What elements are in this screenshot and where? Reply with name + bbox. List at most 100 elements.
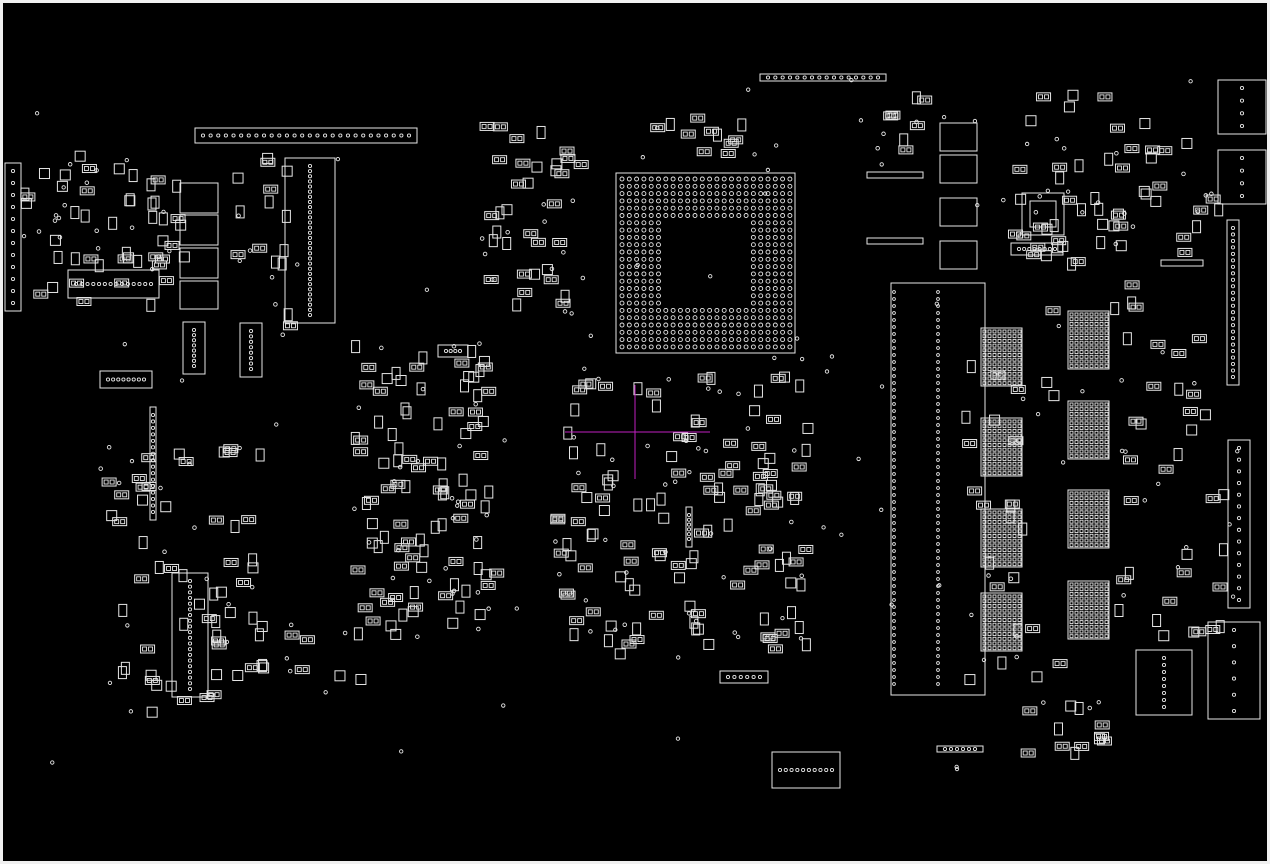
- memory-ball: [1104, 496, 1109, 501]
- dimm-pin: [892, 318, 896, 322]
- memory-ball: [1079, 449, 1084, 454]
- via: [161, 209, 166, 215]
- bga-ball: [736, 315, 742, 321]
- memory-ball: [987, 457, 992, 462]
- memory-ball: [1069, 500, 1074, 505]
- memory-ball: [1104, 407, 1109, 412]
- bga-ball: [648, 278, 654, 284]
- part-body: [388, 593, 404, 603]
- memory-ball: [1089, 440, 1094, 445]
- header-pin: [1239, 155, 1245, 161]
- passive-part: [703, 485, 719, 495]
- header-pin: [457, 348, 463, 354]
- memory-ball: [1079, 529, 1084, 534]
- part-pad: [696, 530, 701, 536]
- passive-part: [1177, 247, 1193, 257]
- part-pad: [413, 555, 419, 561]
- bga-ball: [656, 271, 661, 277]
- part-pad: [87, 188, 93, 194]
- pcb-layout-canvas[interactable]: [3, 3, 1267, 861]
- dimm-pin: [936, 444, 940, 448]
- passive-part: [1109, 123, 1125, 133]
- memory-ball: [1079, 634, 1084, 639]
- part-body: [523, 229, 539, 239]
- via: [879, 507, 884, 512]
- memory-chip-outline: [980, 592, 1023, 652]
- part-body: [762, 469, 778, 479]
- passive-part: [492, 122, 508, 132]
- memory-ball: [1007, 329, 1012, 334]
- part-body: [419, 544, 429, 558]
- bga-ball: [780, 300, 786, 306]
- bga-ball: [729, 307, 734, 313]
- component-box: [939, 122, 978, 152]
- memory-ball: [1084, 582, 1089, 587]
- memory-ball: [1007, 618, 1012, 622]
- memory-ball: [1089, 624, 1094, 629]
- part-body: [614, 648, 626, 660]
- part-body: [745, 506, 761, 516]
- memory-ball: [1012, 348, 1017, 353]
- bga-ball: [619, 242, 625, 248]
- header-pin: [307, 210, 313, 215]
- part-pad: [745, 567, 751, 573]
- part-pad: [1010, 438, 1016, 444]
- memory-ball: [1017, 461, 1022, 466]
- part-pad: [377, 590, 383, 596]
- memory-ball: [1012, 424, 1017, 429]
- part-pad: [1010, 231, 1015, 237]
- memory-ball: [1099, 345, 1104, 350]
- via: [1008, 576, 1014, 582]
- memory-ball: [1002, 438, 1007, 443]
- memory-ball: [992, 348, 997, 353]
- header-pin: [1239, 181, 1245, 186]
- memory-ball: [1094, 615, 1099, 620]
- part-body: [1052, 162, 1068, 172]
- bga-ball: [780, 191, 786, 197]
- bga-ball: [750, 191, 756, 197]
- memory-ball: [1002, 443, 1007, 447]
- part-body: [1008, 436, 1024, 446]
- via: [596, 376, 601, 382]
- part-pad: [518, 271, 524, 277]
- part-pad: [552, 515, 558, 521]
- memory-ball: [992, 524, 997, 529]
- header-pin: [1231, 692, 1237, 697]
- bga-ball: [772, 183, 778, 189]
- memory-ball: [1079, 421, 1084, 426]
- memory-ball: [1074, 336, 1079, 340]
- memory-ball: [1089, 505, 1094, 510]
- part-pad: [1153, 147, 1159, 153]
- dimm-pin: [892, 367, 896, 371]
- header-pin: [817, 75, 822, 80]
- part-body: [402, 454, 418, 464]
- header-pin: [686, 512, 692, 518]
- part-body: [1109, 123, 1125, 133]
- part-pad: [992, 372, 998, 378]
- part-pad: [688, 131, 694, 137]
- memory-ball: [1074, 345, 1079, 350]
- via: [474, 537, 479, 542]
- part-pad: [760, 486, 766, 492]
- memory-ball: [1104, 402, 1109, 407]
- passive-part: [1182, 406, 1198, 416]
- dimm-pin: [936, 318, 940, 322]
- memory-ball: [1079, 454, 1084, 459]
- part-body: [1052, 242, 1064, 254]
- memory-ball: [987, 452, 992, 457]
- board-viewport[interactable]: [3, 3, 1267, 861]
- header-pin: [745, 674, 750, 680]
- header-pin: [1230, 225, 1236, 231]
- bga-ball: [750, 234, 756, 240]
- passive-part: [763, 500, 779, 510]
- part-body: [433, 417, 443, 431]
- part-pad: [469, 424, 475, 429]
- memory-ball: [1099, 440, 1104, 445]
- memory-ball: [1084, 524, 1089, 529]
- part-pad: [371, 590, 377, 596]
- part-pad: [1130, 418, 1136, 424]
- via: [772, 355, 777, 361]
- bga-ball: [750, 307, 756, 313]
- part-pad: [373, 618, 379, 624]
- part-body: [651, 399, 661, 413]
